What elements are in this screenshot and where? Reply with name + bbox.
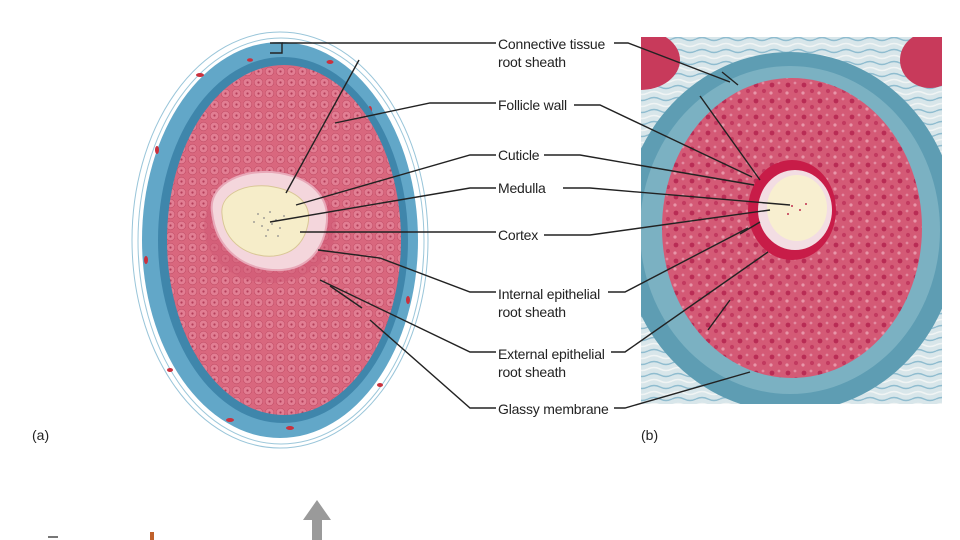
label-cuticle: Cuticle — [498, 146, 539, 164]
up-arrow-icon — [303, 500, 331, 540]
label-connective-tissue: Connective tissue root sheath — [498, 35, 605, 71]
label-follicle-wall: Follicle wall — [498, 96, 567, 114]
panel-label-a: (a) — [32, 427, 49, 443]
label-external-epithelial: External epithelial root sheath — [498, 345, 605, 381]
illustration-a — [132, 32, 428, 448]
micrograph-b — [600, 30, 960, 412]
label-internal-epithelial: Internal epithelial root sheath — [498, 285, 600, 321]
label-glassy-membrane: Glassy membrane — [498, 400, 609, 418]
label-medulla: Medulla — [498, 179, 546, 197]
label-cortex: Cortex — [498, 226, 538, 244]
panel-label-b: (b) — [641, 427, 658, 443]
cropped-mark — [48, 532, 154, 540]
